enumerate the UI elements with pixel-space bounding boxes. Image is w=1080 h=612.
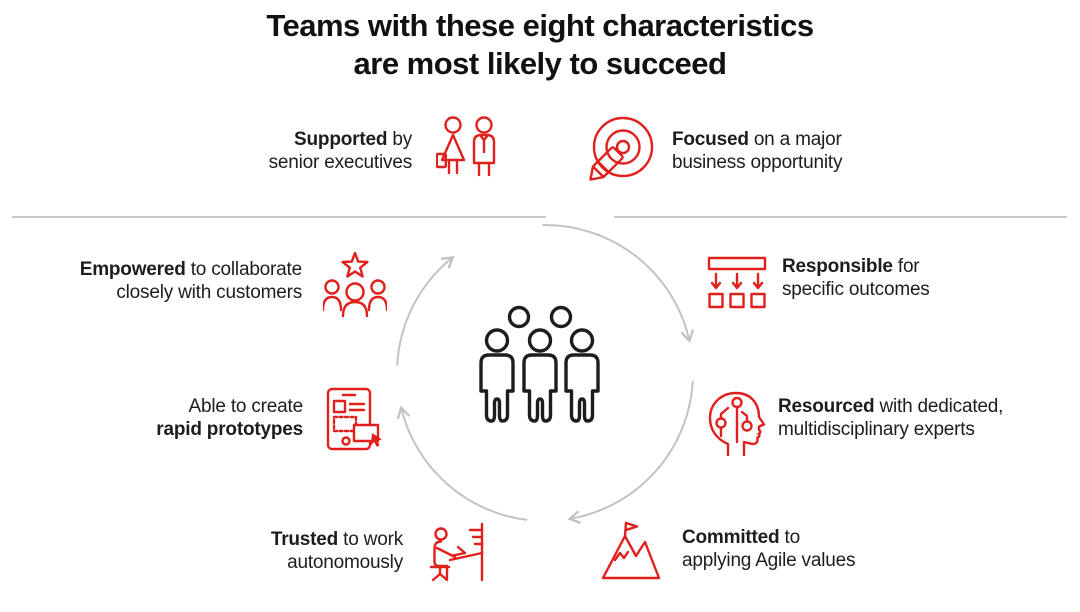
- item-text: with dedicated,: [874, 396, 1004, 417]
- item-text: Able to create: [188, 396, 304, 417]
- item-keyword: Focused: [672, 129, 749, 150]
- cycle-arrows-icon: [396, 223, 695, 525]
- team-icon: [479, 305, 600, 423]
- item-rapid-prototypes: Able to create rapid prototypes: [156, 395, 303, 441]
- item-line: Resourced with dedicated,: [778, 395, 1003, 418]
- item-keyword: Trusted: [270, 529, 339, 550]
- item-resourced: Resourced with dedicated, multidisciplin…: [778, 395, 1003, 441]
- item-keyword: Empowered: [79, 259, 186, 280]
- item-focused: Focused on a major business opportunity: [672, 128, 842, 174]
- item-line: Responsible for: [782, 255, 930, 278]
- item-text: multidisciplinary experts: [778, 419, 975, 440]
- item-trusted: Trusted to work autonomously: [271, 528, 403, 574]
- item-line: autonomously: [271, 551, 403, 574]
- title-line-2: are most likely to succeed: [353, 46, 727, 81]
- item-line: business opportunity: [672, 151, 842, 174]
- cycle-arc-bottom-left: [396, 405, 528, 521]
- cycle-arc-top-left: [396, 255, 455, 366]
- item-text: business opportunity: [672, 152, 843, 173]
- item-line: Able to create: [156, 395, 304, 418]
- item-keyword: Resourced: [778, 396, 875, 417]
- item-text: for: [892, 256, 920, 277]
- item-text: closely with customers: [116, 282, 302, 303]
- cycle-arc-bottom-right: [567, 380, 694, 525]
- item-keyword: Supported: [294, 129, 388, 150]
- item-keyword: Committed: [682, 527, 780, 548]
- item-empowered: Empowered to collaborate closely with cu…: [80, 258, 302, 304]
- expert-head-circuit-icon: [708, 391, 766, 456]
- item-line: Empowered to collaborate: [80, 258, 302, 281]
- prototype-phone-icon: [326, 387, 382, 451]
- item-line: Supported by: [269, 128, 412, 151]
- executives-icon: [436, 116, 496, 177]
- item-line: specific outcomes: [782, 278, 930, 301]
- item-committed: Committed to applying Agile values: [682, 526, 855, 572]
- item-line: senior executives: [268, 151, 413, 174]
- title-line-1: Teams with these eight characteristics: [266, 8, 814, 43]
- mountain-flag-icon: [601, 521, 661, 580]
- item-line: multidisciplinary experts: [778, 418, 1003, 441]
- item-supported: Supported by senior executives: [268, 128, 413, 174]
- item-keyword: Responsible: [782, 256, 893, 277]
- item-line: rapid prototypes: [156, 418, 303, 441]
- item-text: by: [387, 129, 412, 150]
- item-text: to: [779, 527, 801, 548]
- item-line: Trusted to work: [271, 528, 403, 551]
- item-text: on a major: [748, 129, 842, 150]
- item-text: autonomously: [287, 552, 403, 573]
- item-text: to collaborate: [185, 259, 302, 280]
- item-line: Focused on a major: [672, 128, 842, 151]
- item-text: specific outcomes: [782, 279, 930, 300]
- item-line: closely with customers: [80, 281, 302, 304]
- outcomes-flow-icon: [707, 256, 767, 309]
- item-text: senior executives: [268, 152, 413, 173]
- item-text: to work: [338, 529, 403, 550]
- target-icon: [589, 116, 654, 181]
- item-text: applying Agile values: [682, 550, 856, 571]
- autonomous-work-icon: [429, 522, 484, 582]
- item-line: applying Agile values: [682, 549, 855, 572]
- divider-line-left: [12, 216, 546, 218]
- item-line: Committed to: [682, 526, 855, 549]
- customer-group-star-icon: [323, 252, 387, 318]
- item-keyword: rapid prototypes: [156, 419, 303, 440]
- divider-line-right: [614, 216, 1067, 218]
- item-responsible: Responsible for specific outcomes: [782, 255, 930, 301]
- page-title: Teams with these eight characteristics a…: [0, 7, 1080, 83]
- cycle-arc-top-right: [542, 223, 695, 343]
